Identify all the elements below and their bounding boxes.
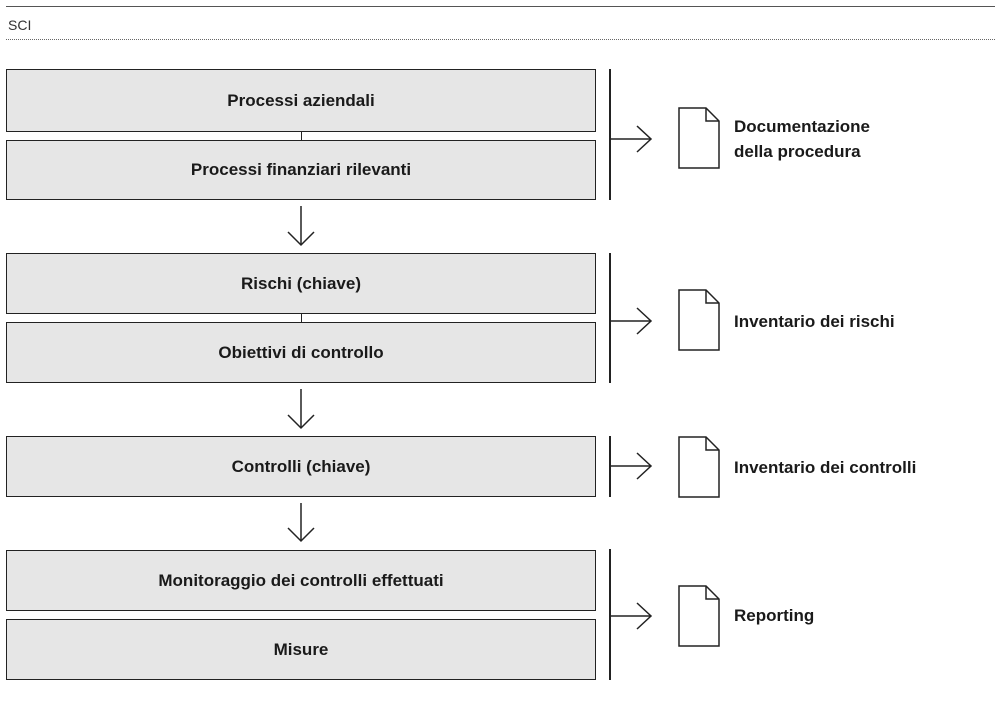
step-connector — [301, 132, 302, 140]
arrow-right-icon — [610, 452, 653, 480]
step-monitoraggio: Monitoraggio dei controlli effettuati — [6, 550, 596, 611]
arrow-right-icon — [610, 602, 653, 630]
arrow-right-icon — [610, 125, 653, 153]
output-reporting: Reporting — [734, 606, 815, 625]
step-rischi: Rischi (chiave) — [6, 253, 596, 314]
top-rule — [6, 6, 995, 7]
step-processi-aziendali: Processi aziendali — [6, 69, 596, 132]
page-title: SCI — [8, 17, 32, 33]
step-obiettivi: Obiettivi di controllo — [6, 322, 596, 383]
output-inventario-controlli: Inventario dei controlli — [734, 458, 917, 477]
document-icon — [678, 289, 720, 351]
document-icon — [678, 107, 720, 169]
group-bracket — [609, 549, 611, 680]
arrow-right-icon — [610, 307, 653, 335]
step-controlli: Controlli (chiave) — [6, 436, 596, 497]
output-documentazione-line1: Documentazione — [734, 117, 871, 136]
step-misure: Misure — [6, 619, 596, 680]
arrow-down-icon — [287, 206, 315, 247]
arrow-down-icon — [287, 389, 315, 430]
output-documentazione: Documentazione della procedura — [734, 114, 870, 164]
arrow-down-icon — [287, 503, 315, 543]
step-connector — [301, 314, 302, 322]
step-processi-finanziari: Processi finanziari rilevanti — [6, 140, 596, 200]
document-icon — [678, 436, 720, 498]
header-divider — [6, 39, 995, 40]
group-bracket — [609, 69, 611, 200]
group-bracket — [609, 253, 611, 383]
output-documentazione-line2: della procedura — [734, 142, 861, 161]
output-inventario-rischi: Inventario dei rischi — [734, 312, 895, 331]
document-icon — [678, 585, 720, 647]
